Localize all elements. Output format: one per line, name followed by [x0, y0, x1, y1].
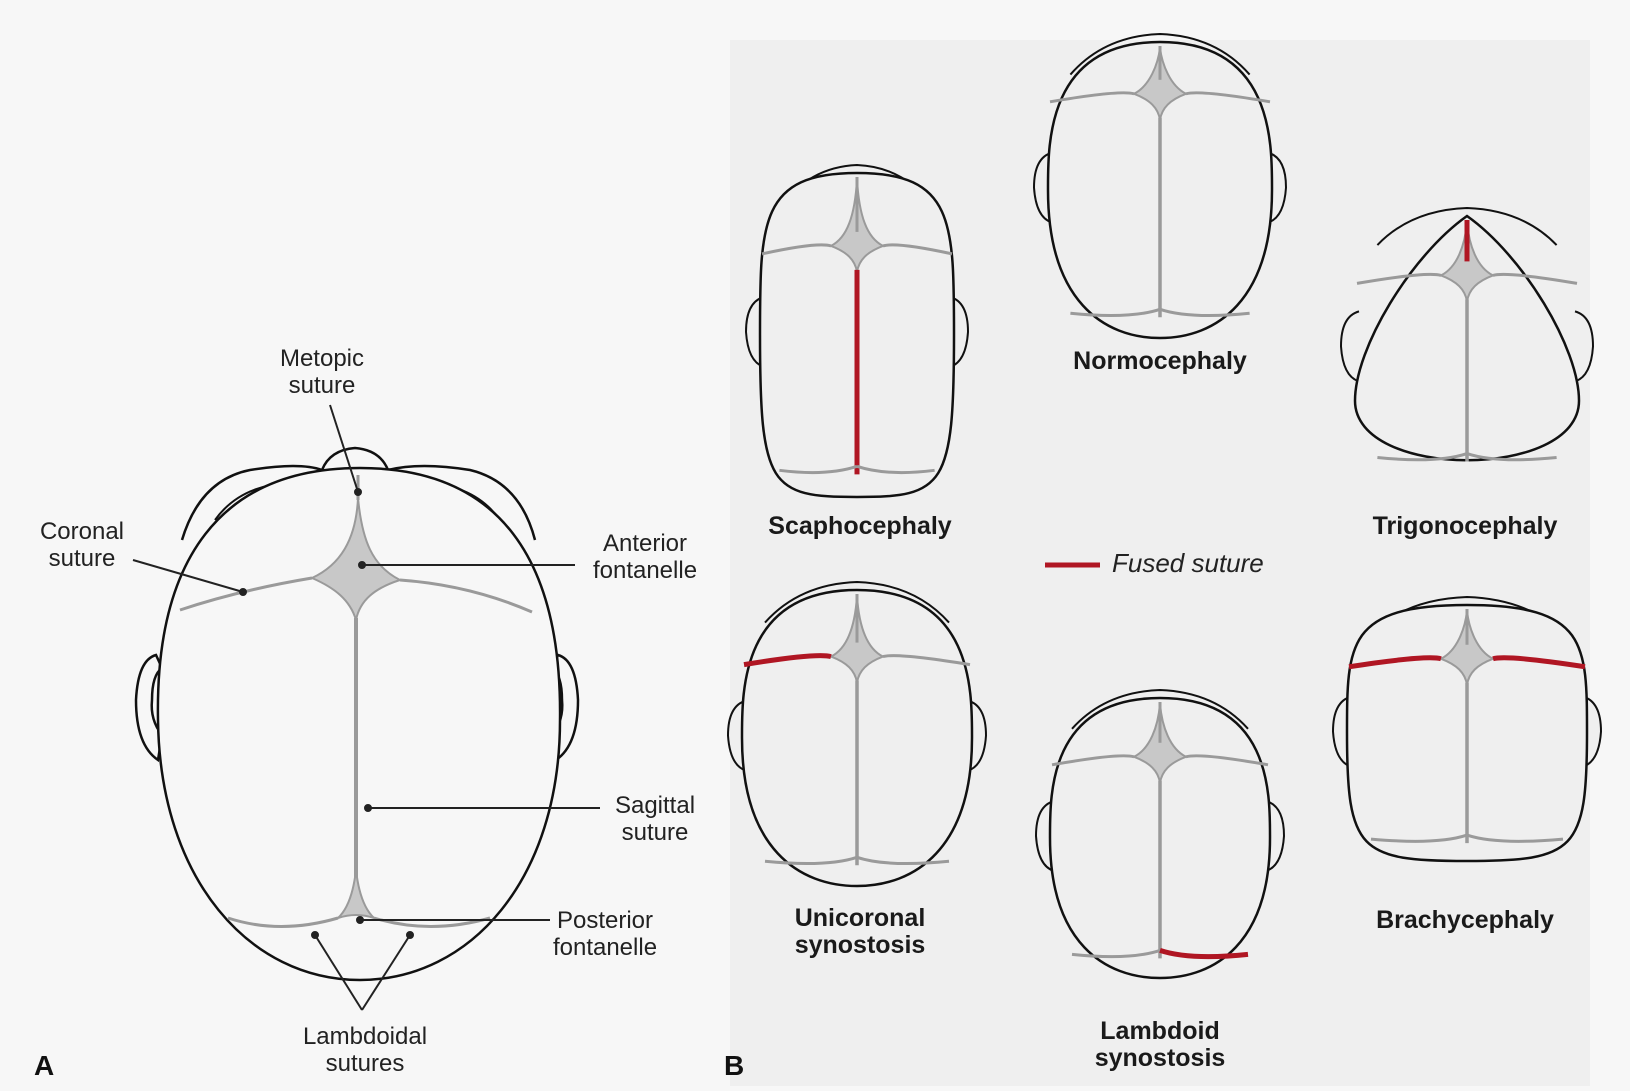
posterior-fontanelle — [337, 869, 375, 919]
panel-a-leaders — [132, 404, 600, 1011]
coronal-suture-left — [743, 653, 832, 668]
panel-a-letter: A — [34, 1050, 55, 1081]
label-unicoronal-synostosis: Unicoronal synostosis — [794, 904, 926, 959]
coronal-suture-left — [761, 243, 832, 256]
label-sagittal-suture: Sagittal suture — [614, 792, 696, 846]
coronal-suture-left — [1049, 91, 1135, 104]
label-lambdoidal-sutures: Lambdoidal sutures — [302, 1023, 428, 1077]
coronal-suture-right — [882, 654, 971, 667]
lambdoid-suture-left — [1377, 452, 1468, 462]
label-brachycephaly: Brachycephaly — [1376, 906, 1554, 934]
label-coronal-suture: Coronal suture — [39, 518, 125, 572]
coronal-suture-left — [1348, 655, 1442, 670]
label-metopic-suture: Metopic suture — [279, 345, 365, 399]
label-lambdoid-synostosis: Lambdoid synostosis — [1094, 1017, 1226, 1072]
skull-outline — [156, 466, 562, 982]
coronal-suture-right — [1185, 754, 1269, 767]
brow — [764, 580, 950, 624]
lambdoid-suture-left — [764, 855, 858, 866]
skull-brachycephaly — [1331, 595, 1603, 863]
brow — [1376, 206, 1558, 246]
skull-scaphocephaly — [744, 163, 970, 499]
lambdoid-suture-right — [1466, 452, 1557, 462]
lambdoid-suture-right — [1466, 833, 1564, 843]
lambdoid-suture-right — [1159, 307, 1250, 318]
ear-left — [1339, 310, 1360, 383]
coronal-suture-left — [1356, 272, 1442, 285]
label-posterior-fontanelle: Posterior fontanelle — [552, 907, 658, 961]
lambdoidal-suture — [227, 916, 339, 928]
legend-fused-suture: Fused suture — [1112, 548, 1264, 578]
lambdoid-suture-left — [1070, 307, 1161, 318]
ear-right — [1574, 310, 1595, 383]
skull-unicoronal-synostosis — [726, 580, 988, 888]
panel-a-sutures — [179, 475, 533, 928]
label-anterior-fontanelle: Anterior fontanelle — [592, 530, 698, 584]
lambdoid-suture-left — [1370, 833, 1468, 843]
skull-lambdoid-synostosis — [1034, 688, 1286, 980]
coronal-suture-right — [1492, 272, 1578, 285]
panel-a-skull — [134, 446, 580, 982]
lambdoid-suture-left — [779, 464, 858, 475]
lambdoid-suture-right — [1159, 948, 1249, 960]
panel-b-letter: B — [724, 1050, 745, 1081]
brow — [1069, 32, 1251, 76]
skull-trigonocephaly — [1339, 206, 1595, 462]
lambdoid-suture-right — [856, 464, 935, 475]
brow — [1071, 688, 1249, 730]
coronal-suture-left — [1051, 754, 1135, 767]
label-scaphocephaly: Scaphocephaly — [768, 512, 952, 540]
label-trigonocephaly: Trigonocephaly — [1372, 512, 1558, 540]
coronal-suture-right — [882, 243, 953, 256]
lambdoid-suture-left — [1071, 948, 1161, 959]
label-normocephaly: Normocephaly — [1073, 347, 1247, 375]
coronal-suture-right — [1492, 655, 1586, 670]
coronal-suture-right — [1185, 91, 1271, 104]
lambdoid-suture-right — [856, 855, 950, 866]
brow-ridge — [180, 446, 537, 541]
skull-normocephaly — [1032, 32, 1288, 340]
